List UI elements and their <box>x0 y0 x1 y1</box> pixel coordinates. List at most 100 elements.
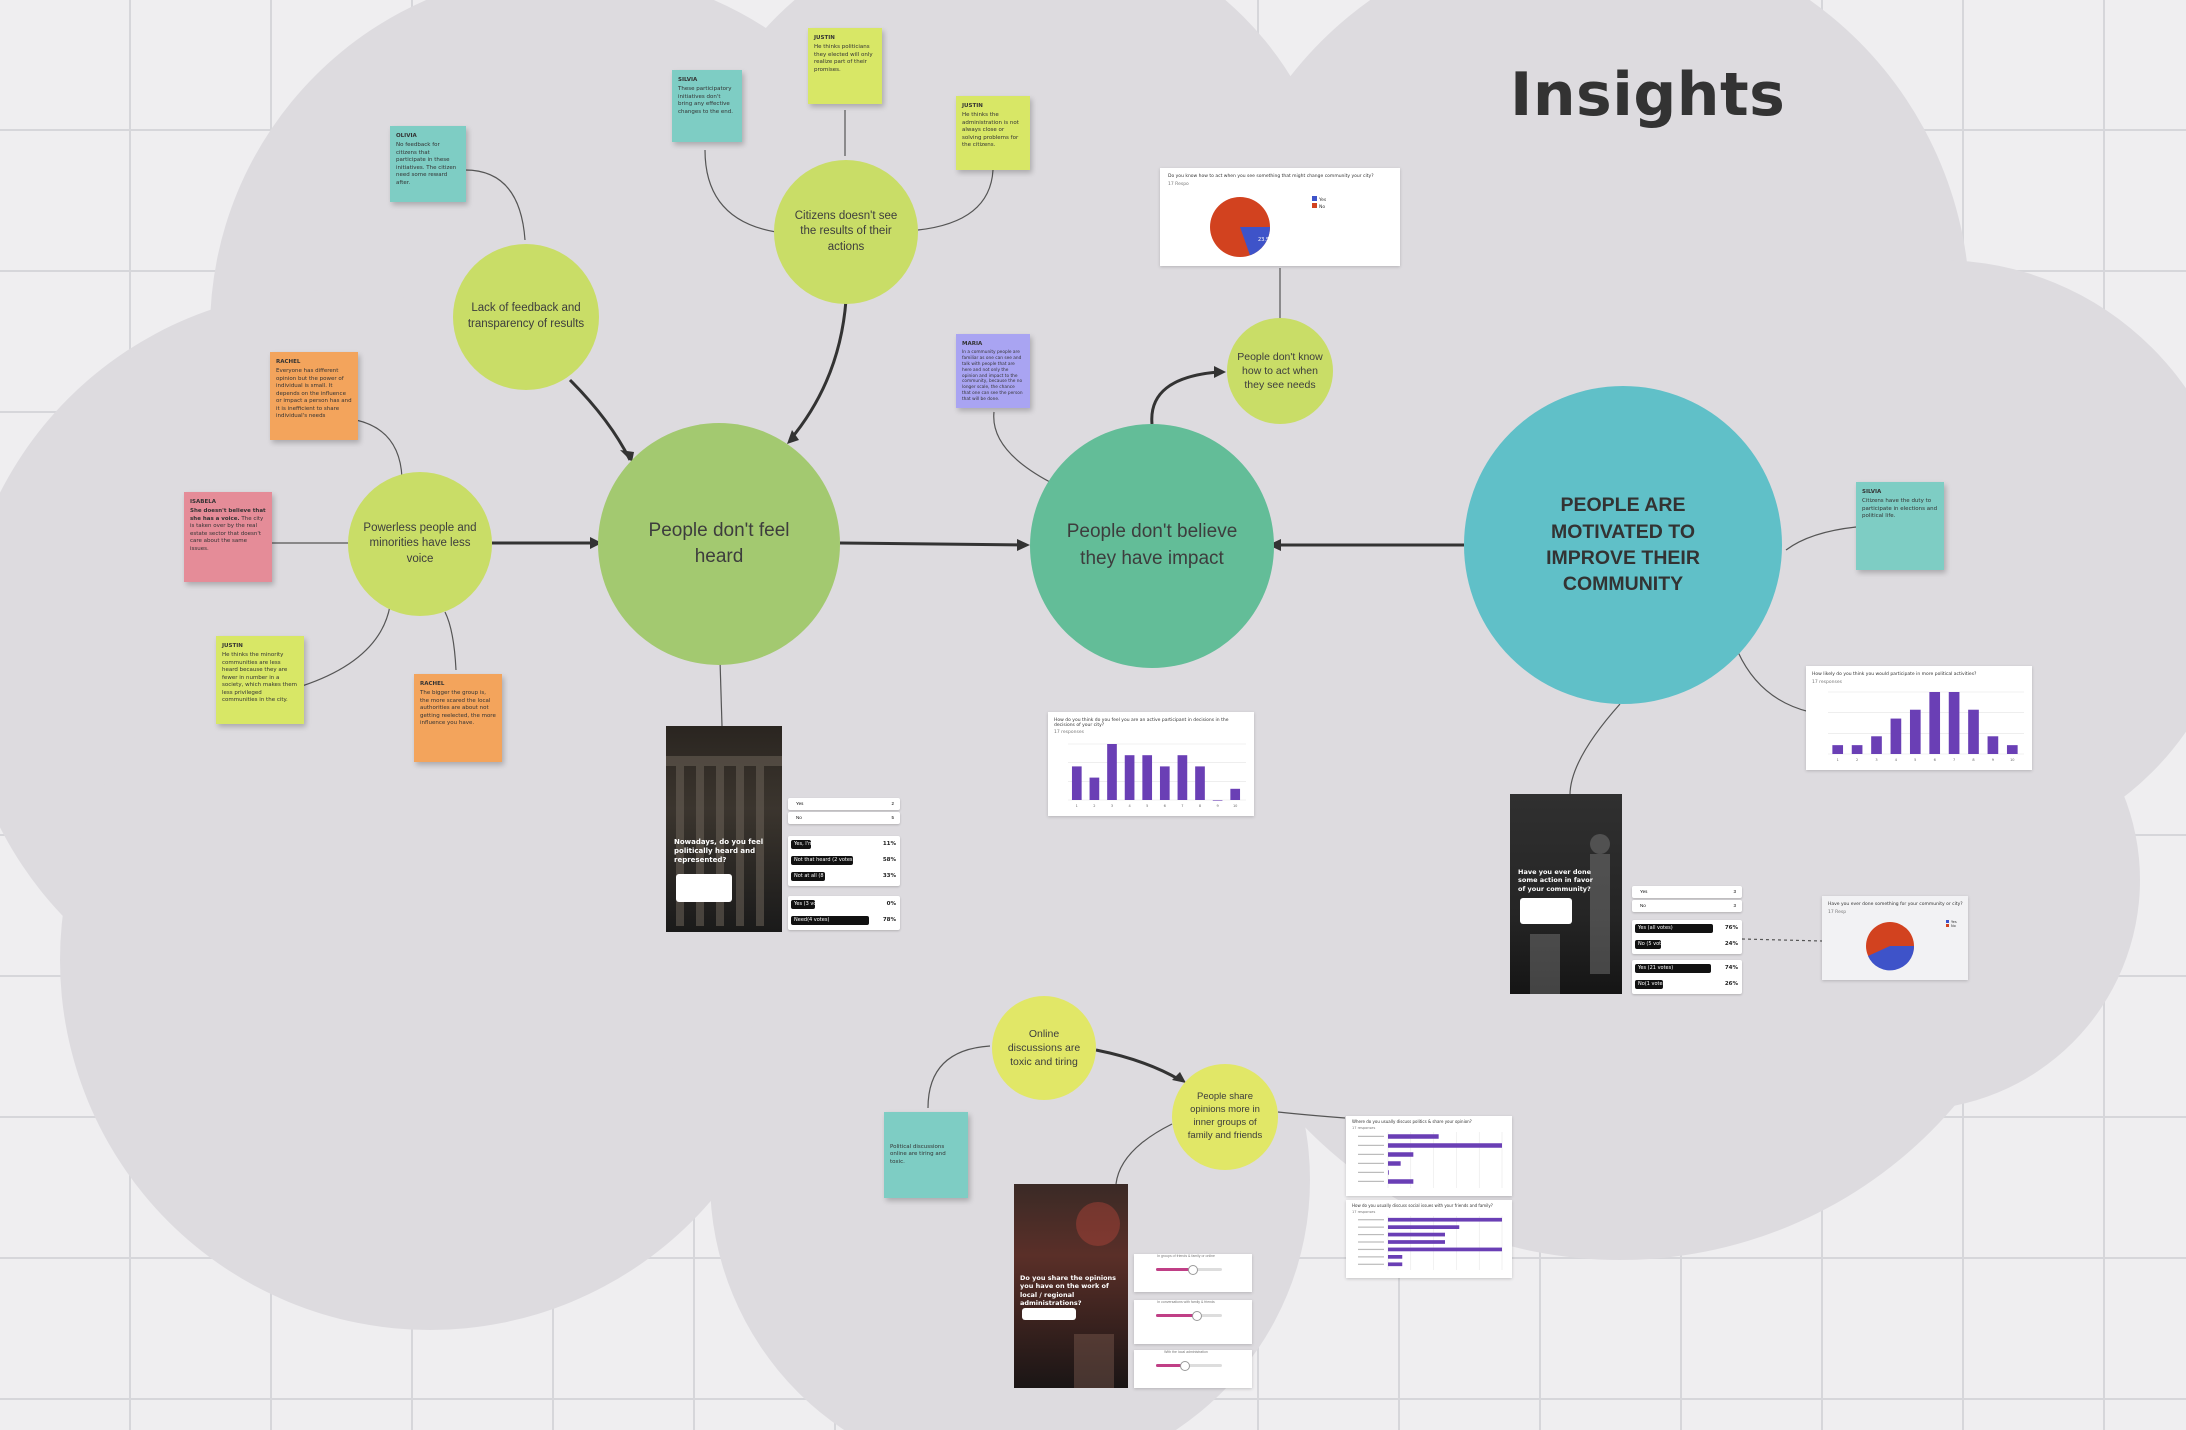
poll-results-group-1[interactable]: Yes, I'm (1 review)11% Not that heard (2… <box>788 836 900 886</box>
story-poll-screenshot-3[interactable]: Do you share the opinions you have on th… <box>1014 1184 1128 1388</box>
poll-bar-label: Yes, I'm (1 review) <box>794 841 840 847</box>
tick-label: 2 <box>1093 804 1095 808</box>
node-lack-feedback[interactable]: Lack of feedback and transparency of res… <box>453 244 599 390</box>
poll-bar: No(1 vote) 26% <box>1632 978 1742 991</box>
slider-label: In conversations with family & friends <box>1157 1300 1215 1304</box>
slider-card-1[interactable]: In groups of friends & family or online <box>1134 1254 1252 1292</box>
poll-result-yes[interactable]: Yes 2 <box>788 798 900 810</box>
node-no-impact[interactable]: People don't believe they have impact <box>1030 424 1274 668</box>
node-powerless[interactable]: Powerless people and minorities have les… <box>348 472 492 616</box>
tick-label: 5 <box>1146 804 1148 808</box>
slider-card-2[interactable]: In conversations with family & friends <box>1134 1300 1252 1344</box>
bar <box>1871 736 1882 754</box>
node-share-opinions-label: People share opinions more in inner grou… <box>1187 1091 1263 1141</box>
sticky-note-olivia[interactable]: OLIVIA No feedback for citizens that par… <box>390 126 466 202</box>
category-label-placeholder <box>1358 1180 1384 1182</box>
poll-result-yes[interactable]: Yes 3 <box>1632 886 1742 898</box>
chart-question: Have you ever done something for your co… <box>1828 902 1963 907</box>
sticky-note-rachel-bottom[interactable]: RACHEL The bigger the group is, the more… <box>414 674 502 762</box>
node-dont-know[interactable]: People don't know how to act when they s… <box>1227 318 1333 424</box>
tick-label: 1 <box>1837 758 1839 762</box>
poll-bar-pct: 33% <box>882 873 896 879</box>
bar-chart-card-mid[interactable]: How do you think do you feel you are an … <box>1048 712 1254 816</box>
bar-chart-card-right[interactable]: How likely do you think you would partic… <box>1806 666 2032 770</box>
node-motivated[interactable]: PEOPLE ARE MOTIVATED TO IMPROVE THEIR CO… <box>1464 386 1782 704</box>
sticky-note-silvia-top[interactable]: SILVIA These participatory initiatives d… <box>672 70 742 142</box>
bar <box>1388 1255 1403 1259</box>
tick-label: 9 <box>1992 758 1994 762</box>
sticky-note-justin-right[interactable]: JUSTIN He thinks the administration is n… <box>956 96 1030 170</box>
page-title: Insights <box>1510 60 1786 130</box>
poll-option-count: 3 <box>1733 889 1736 894</box>
node-not-heard-label: People don't feel heard <box>648 520 790 567</box>
poll-bar-label: Not at all (8 votes) <box>794 873 841 879</box>
pie-chart-card-top[interactable]: Do you know how to act when you see some… <box>1160 168 1400 266</box>
bar <box>1909 709 1921 754</box>
pie-chart-card-bottom[interactable]: Have you ever done something for your co… <box>1822 896 1968 980</box>
sticky-note-justin-bottom[interactable]: JUSTIN He thinks the minority communitie… <box>216 636 304 724</box>
sticky-note-purple[interactable]: MARIA In a community people are familiar… <box>956 334 1030 408</box>
poll-bar-pct: 74% <box>1724 965 1738 971</box>
bar <box>1388 1179 1414 1184</box>
node-lack-feedback-label: Lack of feedback and transparency of res… <box>467 302 585 330</box>
poll-results-group-2[interactable]: Yes (3 votes)0% Need(4 votes)78% <box>788 896 900 930</box>
tick-label: 7 <box>1953 758 1955 762</box>
node-citizens-results[interactable]: Citizens doesn't see the results of thei… <box>774 160 918 304</box>
poll-bar-pct: 26% <box>1724 981 1738 987</box>
chart-question: How likely do you think you would partic… <box>1812 672 1977 677</box>
poll-option-label: No <box>1640 903 1646 908</box>
bar <box>1388 1161 1401 1166</box>
poll-result-no[interactable]: No 3 <box>1632 900 1742 912</box>
poll-bar-label: Yes (all votes) <box>1638 925 1673 931</box>
photo-image <box>1530 834 1610 994</box>
sticky-author: JUSTIN <box>222 643 243 649</box>
slider-handle[interactable] <box>1188 1265 1198 1275</box>
node-toxic[interactable]: Online discussions are toxic and tiring <box>992 996 1096 1100</box>
hbar-chart <box>1358 1216 1503 1270</box>
bar <box>1107 744 1117 800</box>
node-toxic-label: Online discussions are toxic and tiring <box>1007 1027 1081 1069</box>
hbar-chart-card-1[interactable]: Where do you usually discuss politics & … <box>1346 1116 1512 1196</box>
category-label-placeholder <box>1358 1233 1384 1236</box>
bar <box>1089 777 1100 800</box>
sticky-author: OLIVIA <box>396 133 417 139</box>
bar <box>1388 1134 1439 1139</box>
node-not-heard[interactable]: People don't feel heard <box>598 423 840 665</box>
tick-label: 9 <box>1216 804 1218 808</box>
poll-result-no[interactable]: No 5 <box>788 812 900 824</box>
sticky-note-justin-top[interactable]: JUSTIN He thinks politicians they electe… <box>808 28 882 104</box>
bar <box>1851 745 1863 754</box>
category-label-placeholder <box>1358 1263 1384 1265</box>
arrow-citizens-to-heard <box>788 299 848 441</box>
poll-bar-label: No(1 vote) <box>1638 981 1665 987</box>
chart-responses: 17 Resp <box>1828 910 1847 915</box>
sticky-note-silvia-right[interactable]: SILVIA Citizens have the duty to partici… <box>1856 482 1944 570</box>
category-label-placeholder <box>1358 1162 1384 1164</box>
sticky-note-isabela[interactable]: ISABELA She doesn't believe that she has… <box>184 492 272 582</box>
hbar-chart-card-2[interactable]: How do you usually discuss social issues… <box>1346 1200 1512 1278</box>
slider-handle[interactable] <box>1180 1361 1190 1371</box>
sticky-note-rachel-top[interactable]: RACHEL Everyone has different opinion bu… <box>270 352 358 440</box>
tick-label: 8 <box>1972 758 1974 762</box>
poll-results-group-2[interactable]: Yes (21 votes)74% No(1 vote)26% <box>1632 960 1742 994</box>
poll-option-count: 2 <box>891 801 894 806</box>
bar <box>1124 755 1135 800</box>
sticky-text: No feedback for citizens that participat… <box>396 142 457 186</box>
poll-option-label: Yes <box>1640 889 1648 894</box>
sticky-text: Citizens have the duty to participate in… <box>1862 498 1938 520</box>
sticky-author: ISABELA <box>190 499 216 505</box>
category-label-placeholder <box>1358 1153 1384 1155</box>
sticky-note-political[interactable]: Political discussions online are tiring … <box>884 1112 968 1198</box>
slider-label: In groups of friends & family or online <box>1157 1254 1215 1258</box>
slider-card-3[interactable]: With the local administration <box>1134 1350 1252 1388</box>
slider-track <box>1156 1314 1222 1317</box>
node-citizens-results-label: Citizens doesn't see the results of thei… <box>794 209 898 253</box>
node-share-opinions[interactable]: People share opinions more in inner grou… <box>1172 1064 1278 1170</box>
building-image <box>666 756 782 926</box>
story-poll-screenshot-2[interactable]: Have you ever done some action in favor … <box>1510 794 1622 994</box>
poll-results-group-1[interactable]: Yes (all votes)76% No (5 votes)24% <box>1632 920 1742 954</box>
slider-handle[interactable] <box>1192 1311 1202 1321</box>
poll-bar: Not that heard (2 votes)58% <box>788 854 900 867</box>
story-poll-screenshot-1[interactable]: Nowadays, do you feel politically heard … <box>666 726 782 932</box>
